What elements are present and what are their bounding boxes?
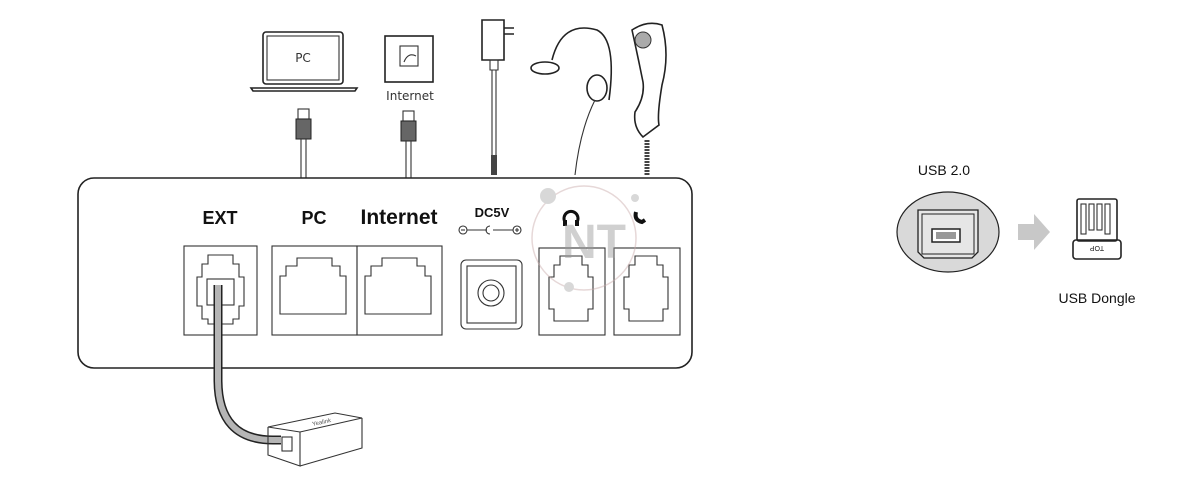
headset-port[interactable]: [538, 247, 606, 336]
dc-polarity-icon: [458, 225, 522, 235]
handset-port-icon: [633, 211, 647, 225]
dc-power-port[interactable]: [460, 259, 523, 330]
headset-port-icon: [562, 209, 580, 226]
ext-port-label: EXT: [202, 208, 237, 228]
arrow-right-icon: [1018, 214, 1050, 250]
pc-device-label: PC: [295, 51, 311, 65]
internet-port[interactable]: [356, 245, 443, 336]
internet-ethernet-cable: [400, 110, 417, 178]
internet-icon: Internet: [384, 35, 434, 103]
usb-dongle-label: USB Dongle: [1058, 290, 1135, 306]
headset-icon: [530, 27, 613, 176]
pc-port[interactable]: [271, 245, 358, 336]
internet-port-label: Internet: [360, 206, 437, 229]
ext-module-logo: Yealink: [312, 418, 333, 428]
power-adapter-icon: [481, 19, 514, 175]
pc-port-label: PC: [301, 208, 326, 228]
pc-ethernet-cable: [295, 108, 312, 178]
usb-port-label: USB 2.0: [918, 162, 970, 178]
internet-device-label: Internet: [386, 89, 434, 103]
usb-port-icon[interactable]: [896, 191, 1000, 273]
handset-port[interactable]: [613, 247, 681, 336]
nt-watermark-logo: NT: [531, 185, 639, 292]
phone-rear-panel: [77, 177, 693, 369]
ext-module-icon: Yealink: [267, 412, 363, 467]
handset-icon: [631, 22, 667, 175]
laptop-pc-icon: PC: [249, 31, 359, 92]
watermark-text: NT: [562, 216, 626, 269]
dc-port-label: DC5V: [475, 205, 510, 220]
usb-dongle-icon: TOP: [1072, 198, 1122, 260]
dongle-marking: TOP: [1090, 244, 1105, 251]
